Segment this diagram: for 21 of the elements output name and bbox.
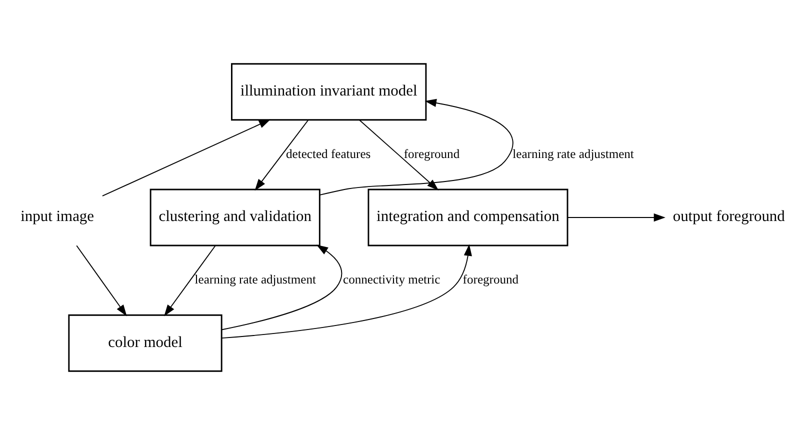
- arrow: [319, 98, 514, 196]
- arrow: [102, 119, 271, 196]
- node-box: color model: [68, 314, 222, 372]
- edge-label: learning rate adjustment: [194, 272, 316, 287]
- arrow: [567, 213, 666, 222]
- edge-label: foreground: [404, 146, 460, 161]
- arrow: [358, 120, 439, 190]
- edge-label: learning rate adjustment: [512, 146, 634, 161]
- node-box: illumination invariant model: [231, 63, 427, 121]
- edge-label: detected features: [286, 146, 371, 161]
- node-box: clustering and validation: [150, 188, 320, 246]
- edge-label: foreground: [462, 272, 519, 287]
- arrow: [221, 244, 472, 339]
- arrow: [164, 245, 216, 316]
- node-text: input image: [20, 208, 94, 226]
- arrow: [76, 245, 127, 316]
- node-text: output foreground: [672, 208, 785, 226]
- edge-label: connectivity metric: [343, 272, 440, 287]
- arrow: [221, 244, 342, 330]
- arrow: [254, 120, 309, 191]
- node-box: integration and compensation: [368, 188, 568, 246]
